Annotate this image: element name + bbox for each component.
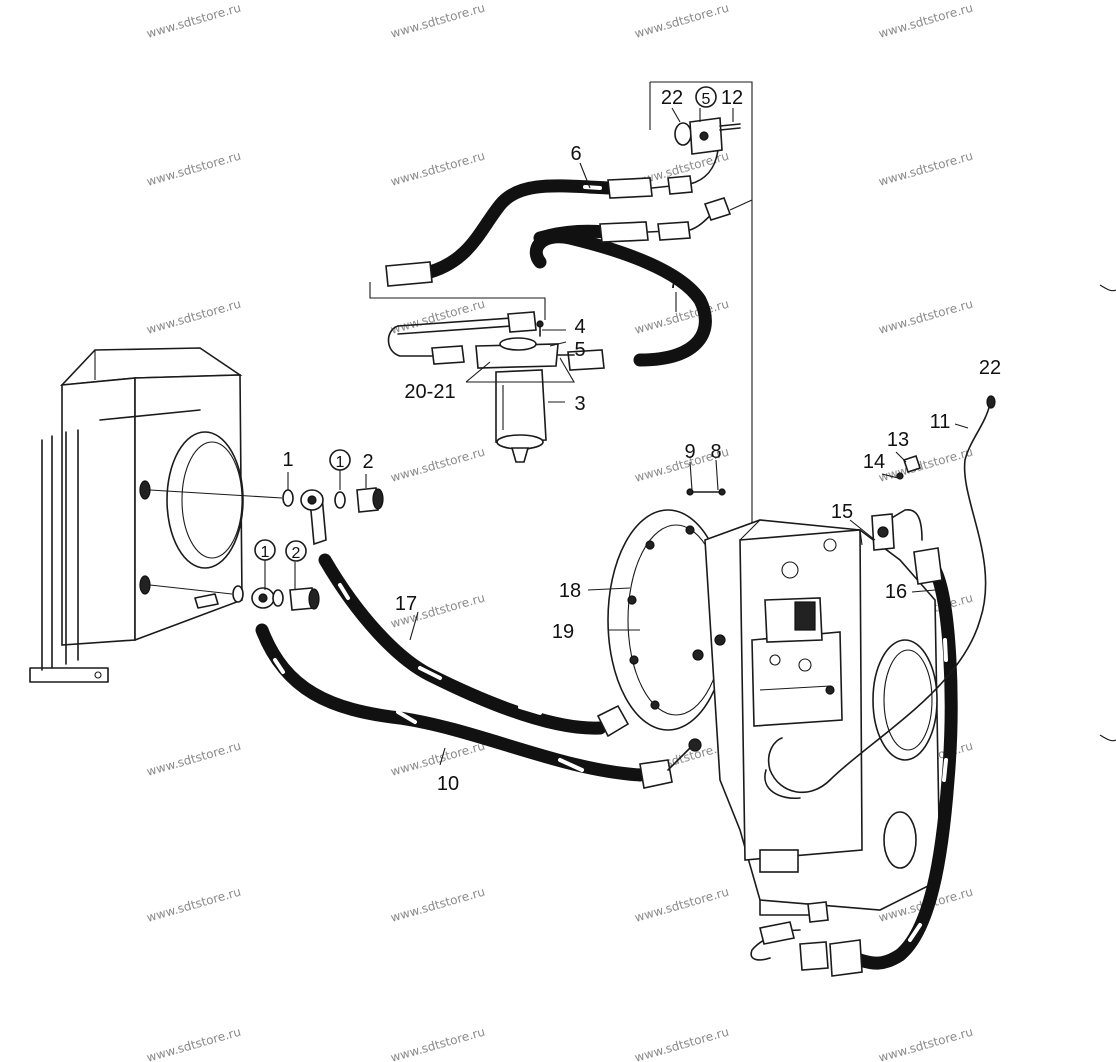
watermark: www.sdtstore.ru (389, 885, 487, 925)
watermark: www.sdtstore.ru (389, 149, 487, 189)
fittings-cooler (149, 487, 384, 611)
callout-1-circled: 1 (261, 544, 270, 561)
bracket-lines (369, 81, 753, 640)
callout-labels: 1 2 3 4 5 6 7 8 9 10 11 12 13 14 15 16 1… (282, 87, 1001, 795)
filter-assembly (387, 311, 575, 463)
callout-19: 19 (552, 621, 574, 643)
callout-10: 10 (437, 773, 459, 795)
callout-22-right: 22 (979, 357, 1001, 379)
transmission-housing (607, 509, 941, 916)
callout-1-circled: 1 (336, 454, 345, 471)
cable-11 (764, 395, 996, 799)
callout-1: 1 (282, 449, 293, 471)
callout-15: 15 (831, 501, 853, 523)
watermark: www.sdtstore.ru (145, 1, 243, 41)
small-bolts (686, 454, 922, 496)
callout-13: 13 (887, 429, 909, 451)
page-mark (1099, 284, 1116, 292)
callout-22-top: 22 (661, 87, 683, 109)
watermark: www.sdtstore.ru (145, 739, 243, 779)
watermark: www.sdtstore.ru (389, 1, 487, 41)
watermark: www.sdtstore.ru (389, 445, 487, 485)
watermark: www.sdtstore.ru (389, 1025, 487, 1062)
callout-14: 14 (863, 451, 885, 473)
pipe-7 (529, 197, 732, 371)
watermark: www.sdtstore.ru (877, 1, 975, 41)
watermark: www.sdtstore.ru (633, 297, 731, 337)
hose-17 (300, 489, 630, 738)
hose-16 (750, 509, 958, 977)
callout-5-circled: 5 (702, 91, 711, 108)
pipe-6 (385, 149, 719, 287)
callout-2-circled: 2 (292, 545, 301, 562)
callout-18: 18 (559, 580, 581, 602)
callout-2: 2 (362, 451, 373, 473)
watermark: www.sdtstore.ru (877, 1025, 975, 1062)
flange-top (674, 117, 741, 155)
page-mark (1099, 734, 1116, 742)
callout-20-21: 20-21 (404, 381, 455, 403)
callout-5: 5 (574, 339, 585, 361)
callout-8: 8 (710, 441, 721, 463)
watermark: www.sdtstore.ru (145, 885, 243, 925)
watermark: www.sdtstore.ru (633, 1025, 731, 1062)
watermark: www.sdtstore.ru (633, 885, 731, 925)
hose-10 (251, 587, 691, 789)
watermark: www.sdtstore.ru (877, 149, 975, 189)
watermark: www.sdtstore.ru (633, 1, 731, 41)
watermark: www.sdtstore.ru (877, 297, 975, 337)
leader-lines (264, 107, 969, 766)
watermark: www.sdtstore.ru (145, 1025, 243, 1062)
callout-6: 6 (570, 143, 581, 165)
callout-17: 17 (395, 593, 417, 615)
callout-9: 9 (684, 441, 695, 463)
watermark: www.sdtstore.ru (145, 149, 243, 189)
callout-4: 4 (574, 316, 585, 338)
circled-callouts: 1 1 2 5 (254, 86, 717, 562)
oil-cooler (29, 347, 244, 683)
watermark: www.sdtstore.ru (145, 297, 243, 337)
callout-12: 12 (721, 87, 743, 109)
callout-3: 3 (574, 393, 585, 415)
callout-11: 11 (930, 411, 951, 433)
callout-7: 7 (668, 271, 679, 293)
callout-16: 16 (885, 581, 907, 603)
